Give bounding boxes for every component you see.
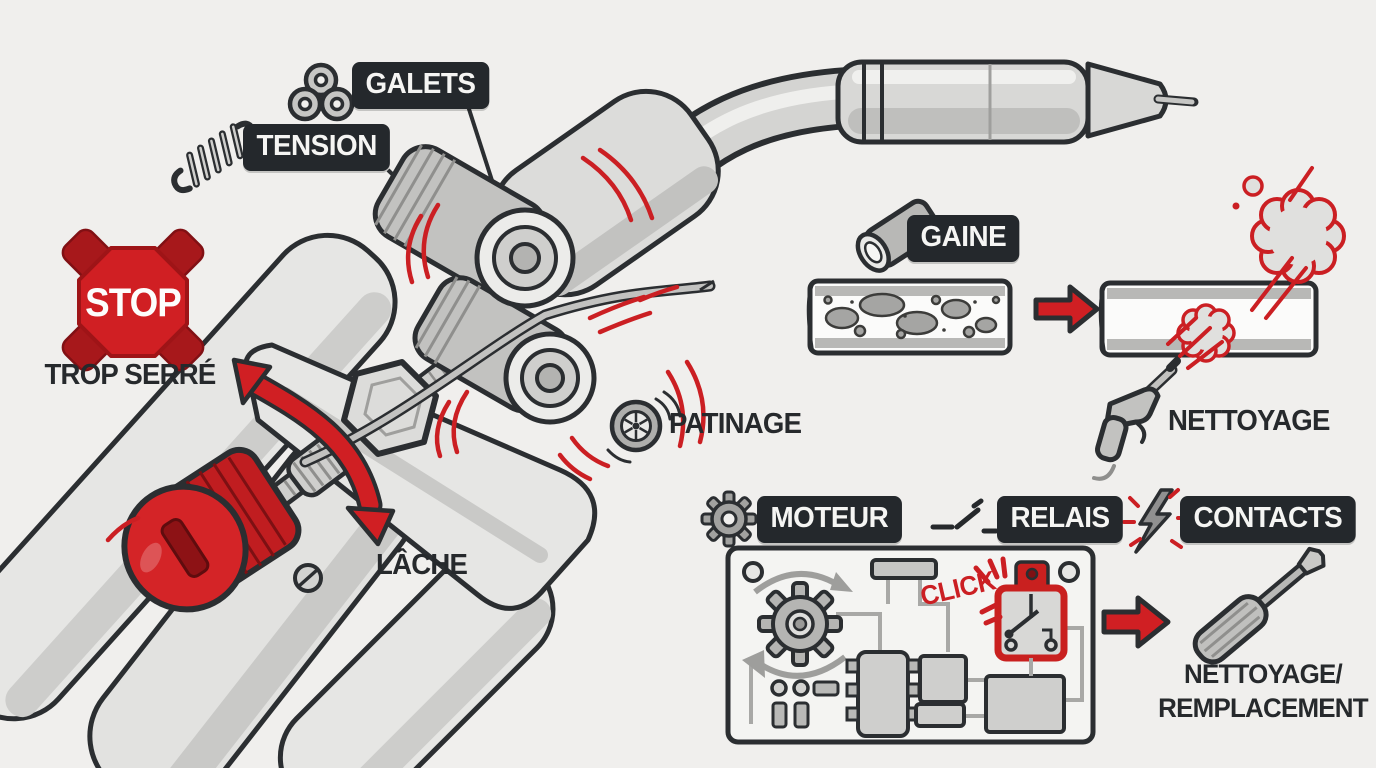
gaine-label: GAINE — [907, 215, 1020, 262]
tension-knob — [121, 446, 302, 613]
tension-adjuster — [121, 349, 467, 613]
loose-text: LÂCHE — [376, 549, 468, 581]
click-emphasis — [973, 556, 1008, 626]
spinning-wheel-icon — [606, 390, 682, 464]
air-burst-large — [1232, 175, 1346, 284]
galets-label: GALETS — [352, 62, 489, 109]
adjustment-double-arrow — [231, 357, 396, 547]
rotation-arrows — [742, 570, 853, 679]
air-blow-gun-icon — [1092, 357, 1181, 481]
arrow-icon-board — [1101, 595, 1171, 649]
relay-label: RELAIS — [997, 496, 1124, 543]
board-traces — [749, 578, 1084, 724]
cleaning-text: NETTOYAGE — [1168, 405, 1330, 437]
lightning-icon — [1122, 488, 1190, 554]
stop-text: STOP — [85, 281, 182, 325]
air-speed-lines — [1166, 166, 1314, 370]
action-text: NETTOYAGE/ REMPLACEMENT — [1151, 658, 1376, 726]
screwdriver-icon — [1192, 546, 1326, 665]
circuit-board — [725, 545, 1096, 745]
vibration-marks — [105, 147, 706, 543]
stop-sign-icon — [61, 228, 205, 372]
rollers-icon — [287, 62, 355, 122]
arrow-icon-liner — [1033, 284, 1100, 334]
relay-component — [994, 560, 1068, 676]
too-tight-text: TROP SERRÉ — [44, 359, 216, 391]
board-gear-icon — [757, 581, 843, 667]
motor-label: MOTEUR — [757, 496, 902, 543]
dirty-liner — [806, 278, 1013, 356]
action-text-line1: NETTOYAGE/ — [1184, 659, 1343, 689]
contacts-label: CONTACTS — [1180, 496, 1356, 543]
gear-icon — [700, 490, 758, 548]
switch-symbol-icon — [930, 498, 999, 534]
slipping-text: PATINAGE — [669, 408, 802, 440]
torch — [835, 59, 1199, 145]
roller-faces — [474, 207, 597, 425]
tension-label: TENSION — [243, 124, 391, 171]
action-text-line2: REMPLACEMENT — [1158, 692, 1368, 723]
